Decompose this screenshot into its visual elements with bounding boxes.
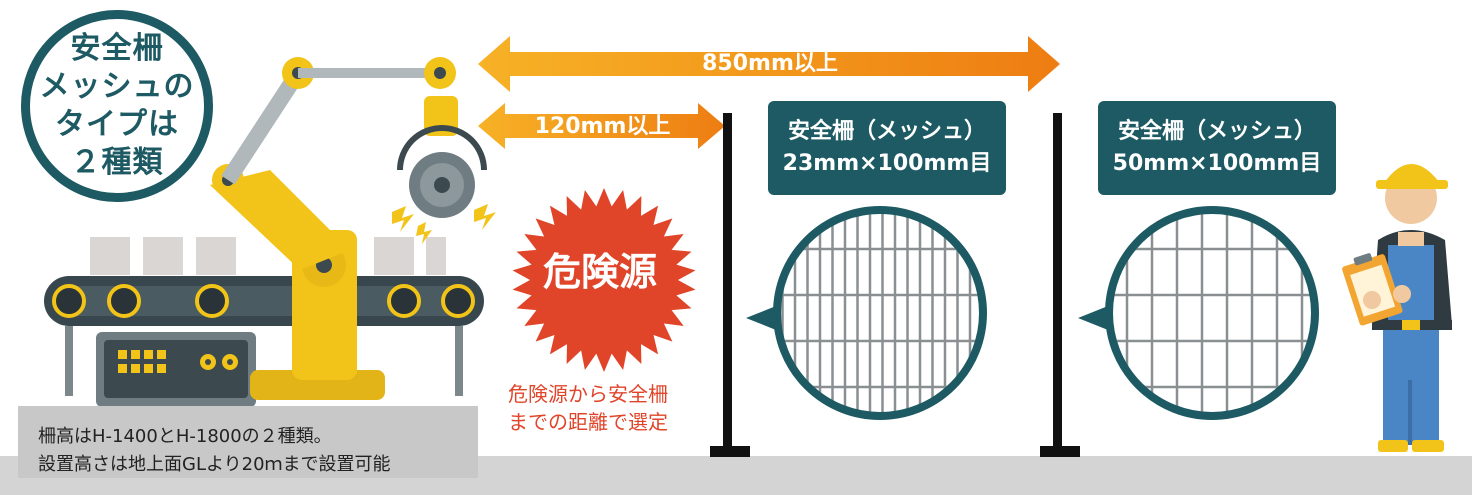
- mesh-magnifier-50x100: [1078, 206, 1319, 420]
- control-panel: [96, 332, 256, 407]
- dimension-label-850: 850mm以上: [702, 51, 838, 76]
- badge-text: 安全柵 メッシュの タイプは ２種類: [39, 31, 195, 180]
- dimension-arrow-120: [478, 103, 725, 149]
- mesh-types-badge: 安全柵 メッシュの タイプは ２種類: [21, 10, 213, 202]
- info-text: 柵高はH-1400とH-1800の２種類。 設置高さは地上面GLより20ｍまで設…: [38, 426, 391, 475]
- conveyor-boxes: [90, 237, 446, 275]
- fence-posts: [710, 113, 1080, 457]
- dimension-arrow-850: [478, 36, 1060, 92]
- hazard-note: 危険源から安全柵 までの距離で選定: [508, 382, 668, 434]
- conveyor: [44, 276, 484, 396]
- worker-figure: [1342, 164, 1452, 452]
- hazard-label: 危険源: [542, 250, 657, 294]
- hazard-burst: [512, 188, 696, 372]
- spark-icons: [392, 204, 496, 244]
- robot-arm: [210, 57, 487, 400]
- dimension-label-120: 120mm以上: [534, 114, 671, 139]
- info-box: [18, 406, 478, 478]
- mesh-label-23x100: 安全柵（メッシュ） 23mm×100mm目: [768, 101, 1006, 195]
- mesh-magnifier-23x100: [746, 206, 987, 420]
- mesh-label-50x100: 安全柵（メッシュ） 50mm×100mm目: [1098, 101, 1336, 195]
